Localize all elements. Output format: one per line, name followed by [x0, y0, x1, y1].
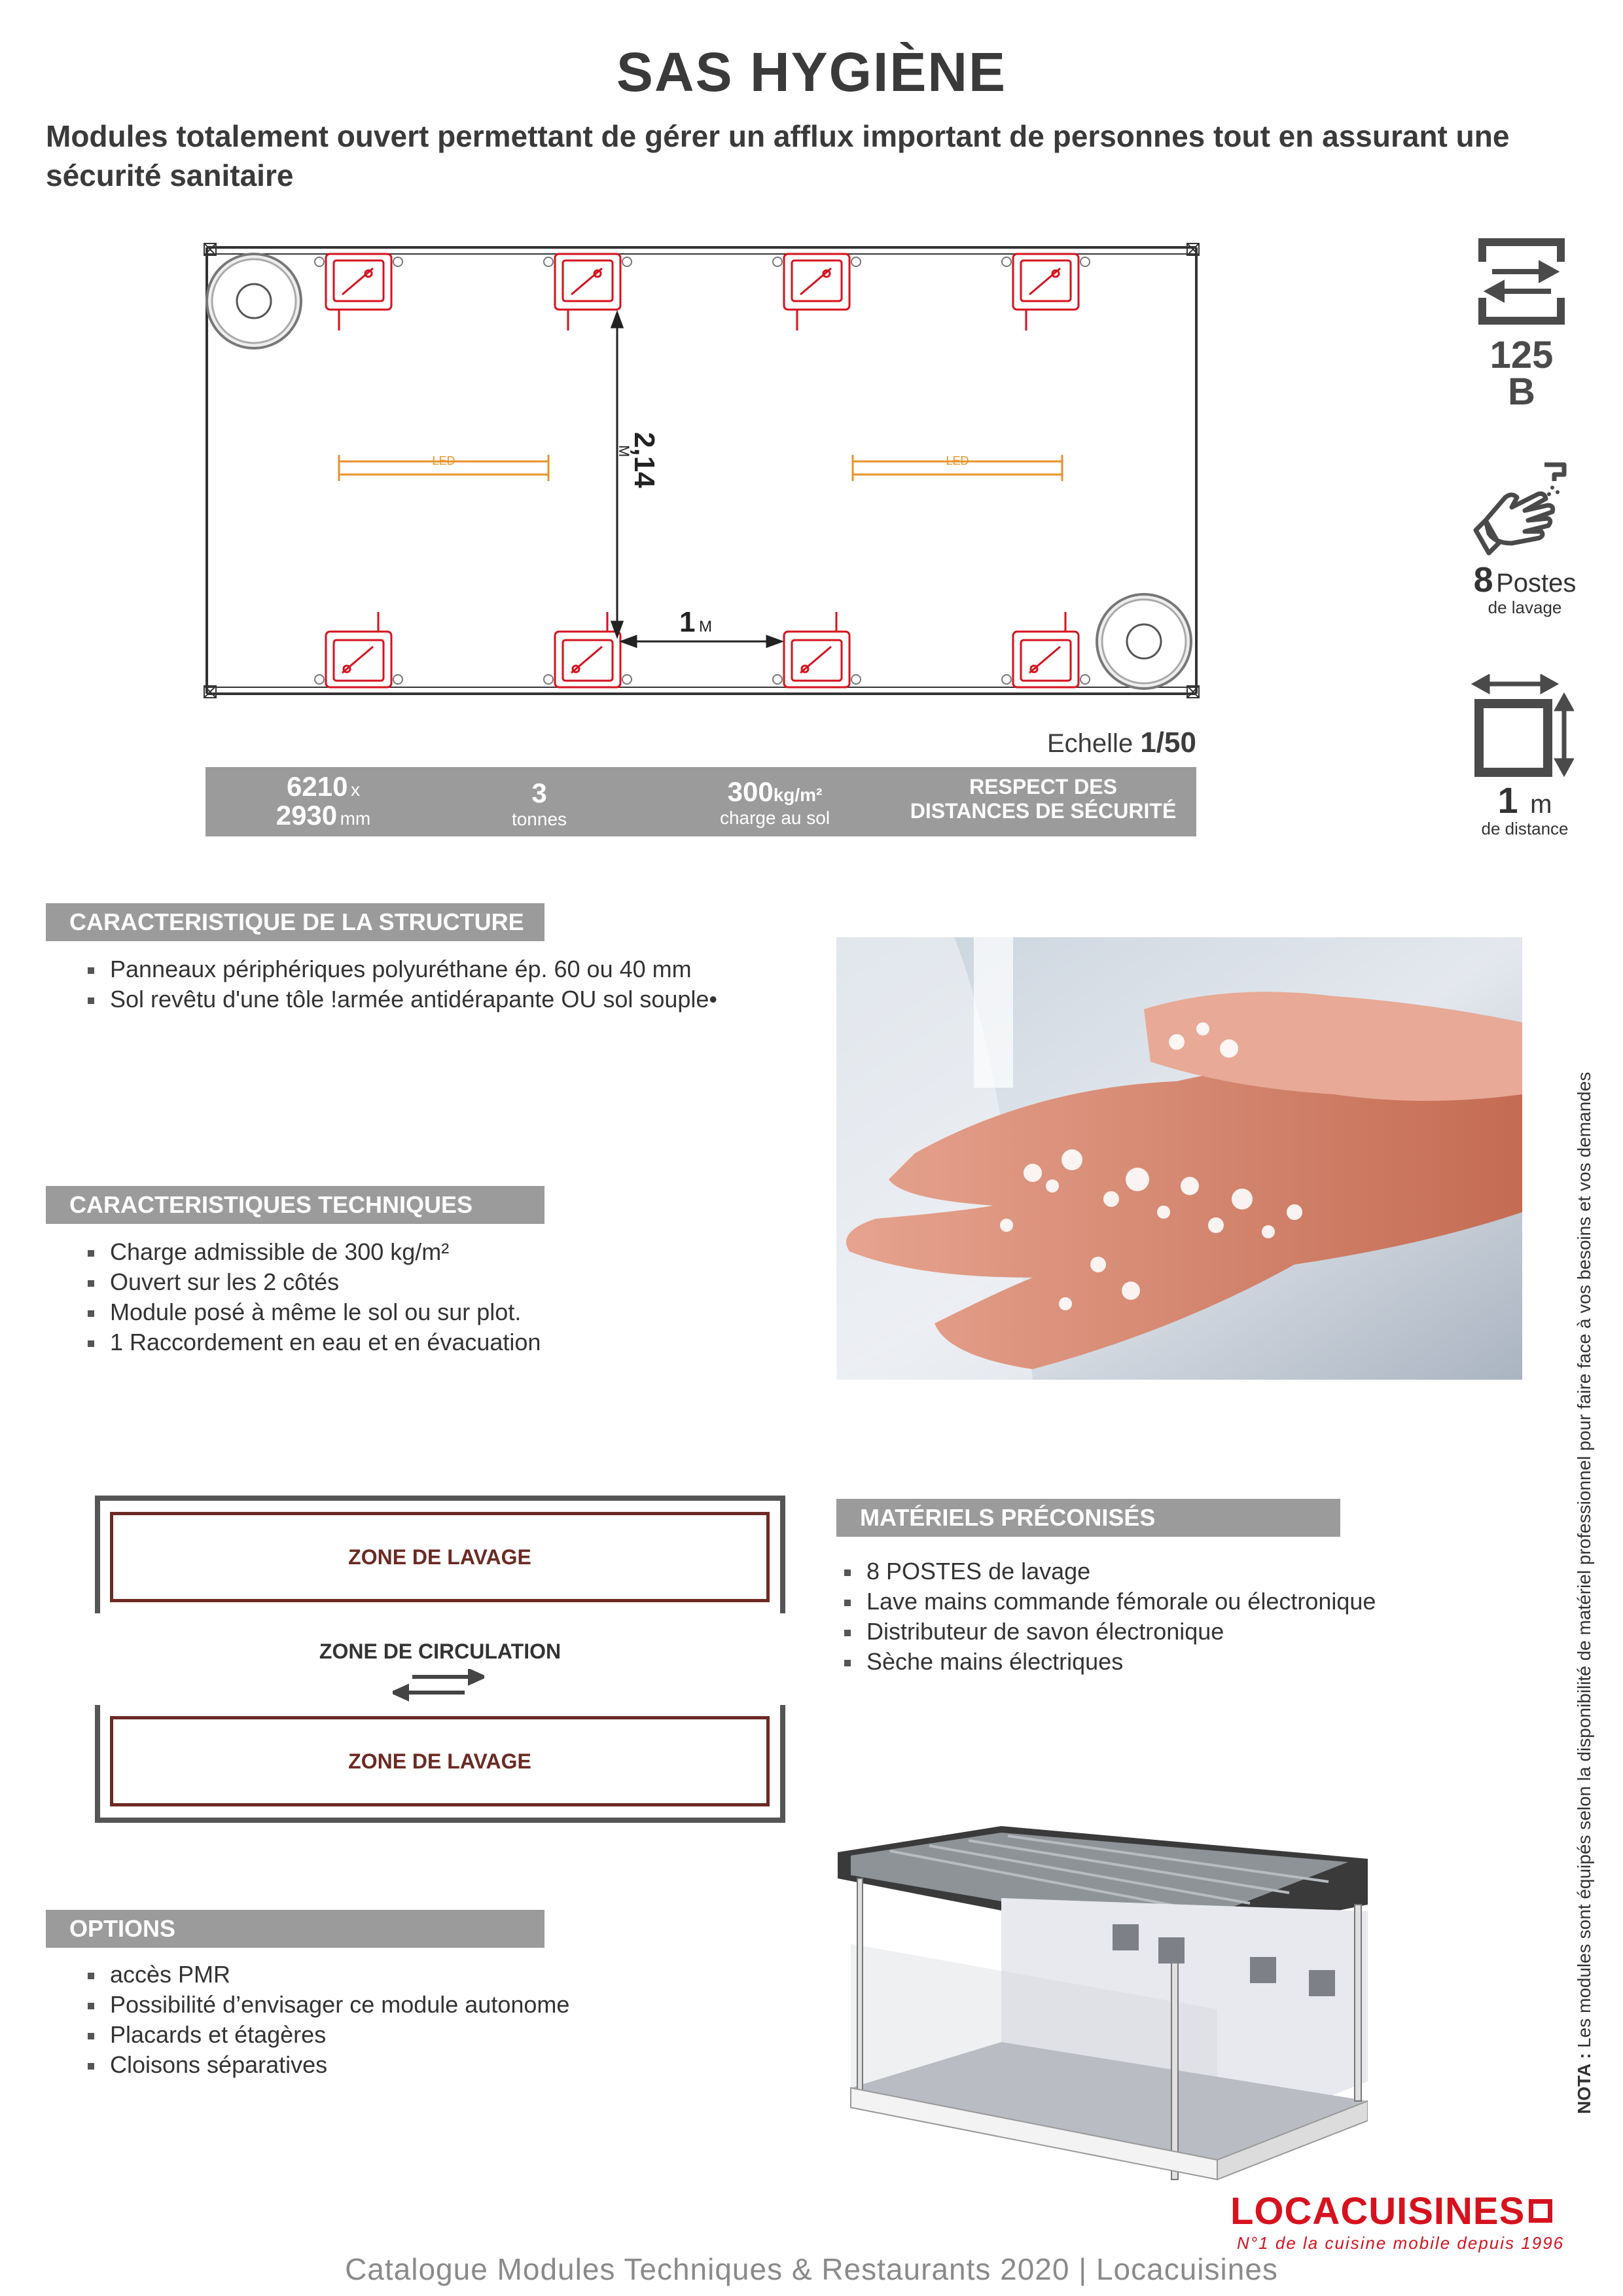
sink-icon — [783, 612, 851, 689]
led-strip — [338, 455, 1063, 481]
list-item: 8 POSTES de lavage — [844, 1556, 1376, 1587]
sink-icon — [554, 253, 622, 331]
led-label: LED — [946, 454, 969, 467]
options-list: accès PMR Possibilité d’envisager ce mod… — [88, 1960, 569, 2080]
drain-icon — [205, 253, 302, 350]
list-item: Possibilité d’envisager ce module autono… — [88, 1990, 569, 2020]
list-item: Sèche mains électriques — [844, 1647, 1376, 1677]
list-item: Placards et étagères — [88, 2020, 569, 2050]
logo-square-icon — [1529, 2199, 1553, 2223]
sink-icon — [1012, 253, 1080, 331]
sink-icon — [325, 253, 393, 331]
page-footer: Catalogue Modules Techniques & Restauran… — [345, 2252, 1278, 2286]
nota-text: NOTA : Les modules sont équipés selon la… — [1574, 1071, 1594, 2114]
list-item: Charge admissible de 300 kg/m² — [88, 1237, 541, 1267]
dimension-horizontal-unit: M — [699, 618, 712, 636]
drain-icon — [1096, 593, 1192, 690]
spec-load: 300kg/m² charge au sol — [719, 776, 830, 828]
spec-weight: 3 tonnes — [511, 778, 567, 829]
spec-dimensions: 6210 x 2930 mm — [276, 771, 371, 831]
structure-list: Panneaux périphériques polyuréthane ép. … — [88, 954, 717, 1014]
sink-icon — [783, 253, 851, 331]
structure-heading: CARACTERISTIQUE DE LA STRUCTURE — [46, 903, 544, 941]
sink-icon — [554, 612, 622, 689]
led-label: LED — [432, 454, 455, 467]
page-title: SAS HYGIÈNE — [616, 41, 1007, 103]
list-item: Lave mains commande fémorale ou électron… — [844, 1587, 1376, 1617]
brand-tagline: N°1 de la cuisine mobile depuis 1996 — [1237, 2233, 1565, 2253]
page-subtitle: Modules totalement ouvert permettant de … — [46, 119, 1510, 192]
list-item: Distributeur de savon électronique — [844, 1617, 1376, 1647]
list-item: Cloisons séparatives — [88, 2050, 569, 2080]
scale-value: 1/50 — [1140, 726, 1196, 759]
list-item: 1 Raccordement en eau et en évacuation — [88, 1327, 541, 1357]
zone-top-frame — [95, 1496, 785, 1613]
technical-heading: CARACTERISTIQUES TECHNIQUES — [46, 1186, 544, 1224]
spec-safety: RESPECT DES DISTANCES DE SÉCURITÉ — [910, 775, 1177, 823]
stations-label: 8 Postes de lavage — [1473, 560, 1577, 617]
module-3d-render — [838, 1826, 1368, 2181]
dimension-horizontal: 1 — [679, 606, 695, 638]
list-item: Ouvert sur les 2 côtés — [88, 1267, 541, 1297]
equipment-heading: MATÉRIELS PRÉCONISÉS — [836, 1499, 1340, 1537]
list-item: Module posé à même le sol ou sur plot. — [88, 1297, 541, 1327]
technical-list: Charge admissible de 300 kg/m² Ouvert su… — [88, 1237, 541, 1357]
spec-bar: 6210 x 2930 mm 3 tonnes 300kg/m² charge … — [205, 767, 1196, 836]
zone-wash-top: ZONE DE LAVAGE — [110, 1512, 770, 1602]
list-item: Sol revêtu d'une tôle !armée antidérapan… — [88, 984, 717, 1014]
module-size-icon — [1478, 238, 1565, 325]
dimension-vertical: 2,14 — [628, 432, 660, 488]
list-item: accès PMR — [88, 1960, 569, 1990]
hand-washing-icon — [1473, 462, 1567, 556]
equipment-list: 8 POSTES de lavage Lave mains commande f… — [844, 1556, 1376, 1677]
distance-label: 1 m de distance — [1481, 780, 1569, 838]
zone-wash-bottom: ZONE DE LAVAGE — [110, 1716, 770, 1806]
hand-washing-photo — [836, 937, 1522, 1380]
sink-icon — [325, 612, 393, 689]
two-way-arrow-icon — [393, 1669, 484, 1702]
brand-logo: LOCACUISINES — [1230, 2189, 1553, 2233]
zone-bottom-frame — [95, 1705, 785, 1823]
list-item: Panneaux périphériques polyuréthane ép. … — [88, 954, 717, 984]
options-heading: OPTIONS — [46, 1910, 544, 1948]
zone-circulation: ZONE DE CIRCULATION — [319, 1640, 562, 1663]
module-size-label: 125 B — [1489, 334, 1554, 413]
scale-label: Echelle 1/50 — [1047, 726, 1196, 759]
dimension-vertical-unit: M — [616, 445, 632, 457]
distance-icon — [1471, 674, 1574, 778]
sink-icon — [1012, 612, 1080, 689]
floor-plan: LED LED 2,14 M 1 M — [204, 243, 1200, 698]
